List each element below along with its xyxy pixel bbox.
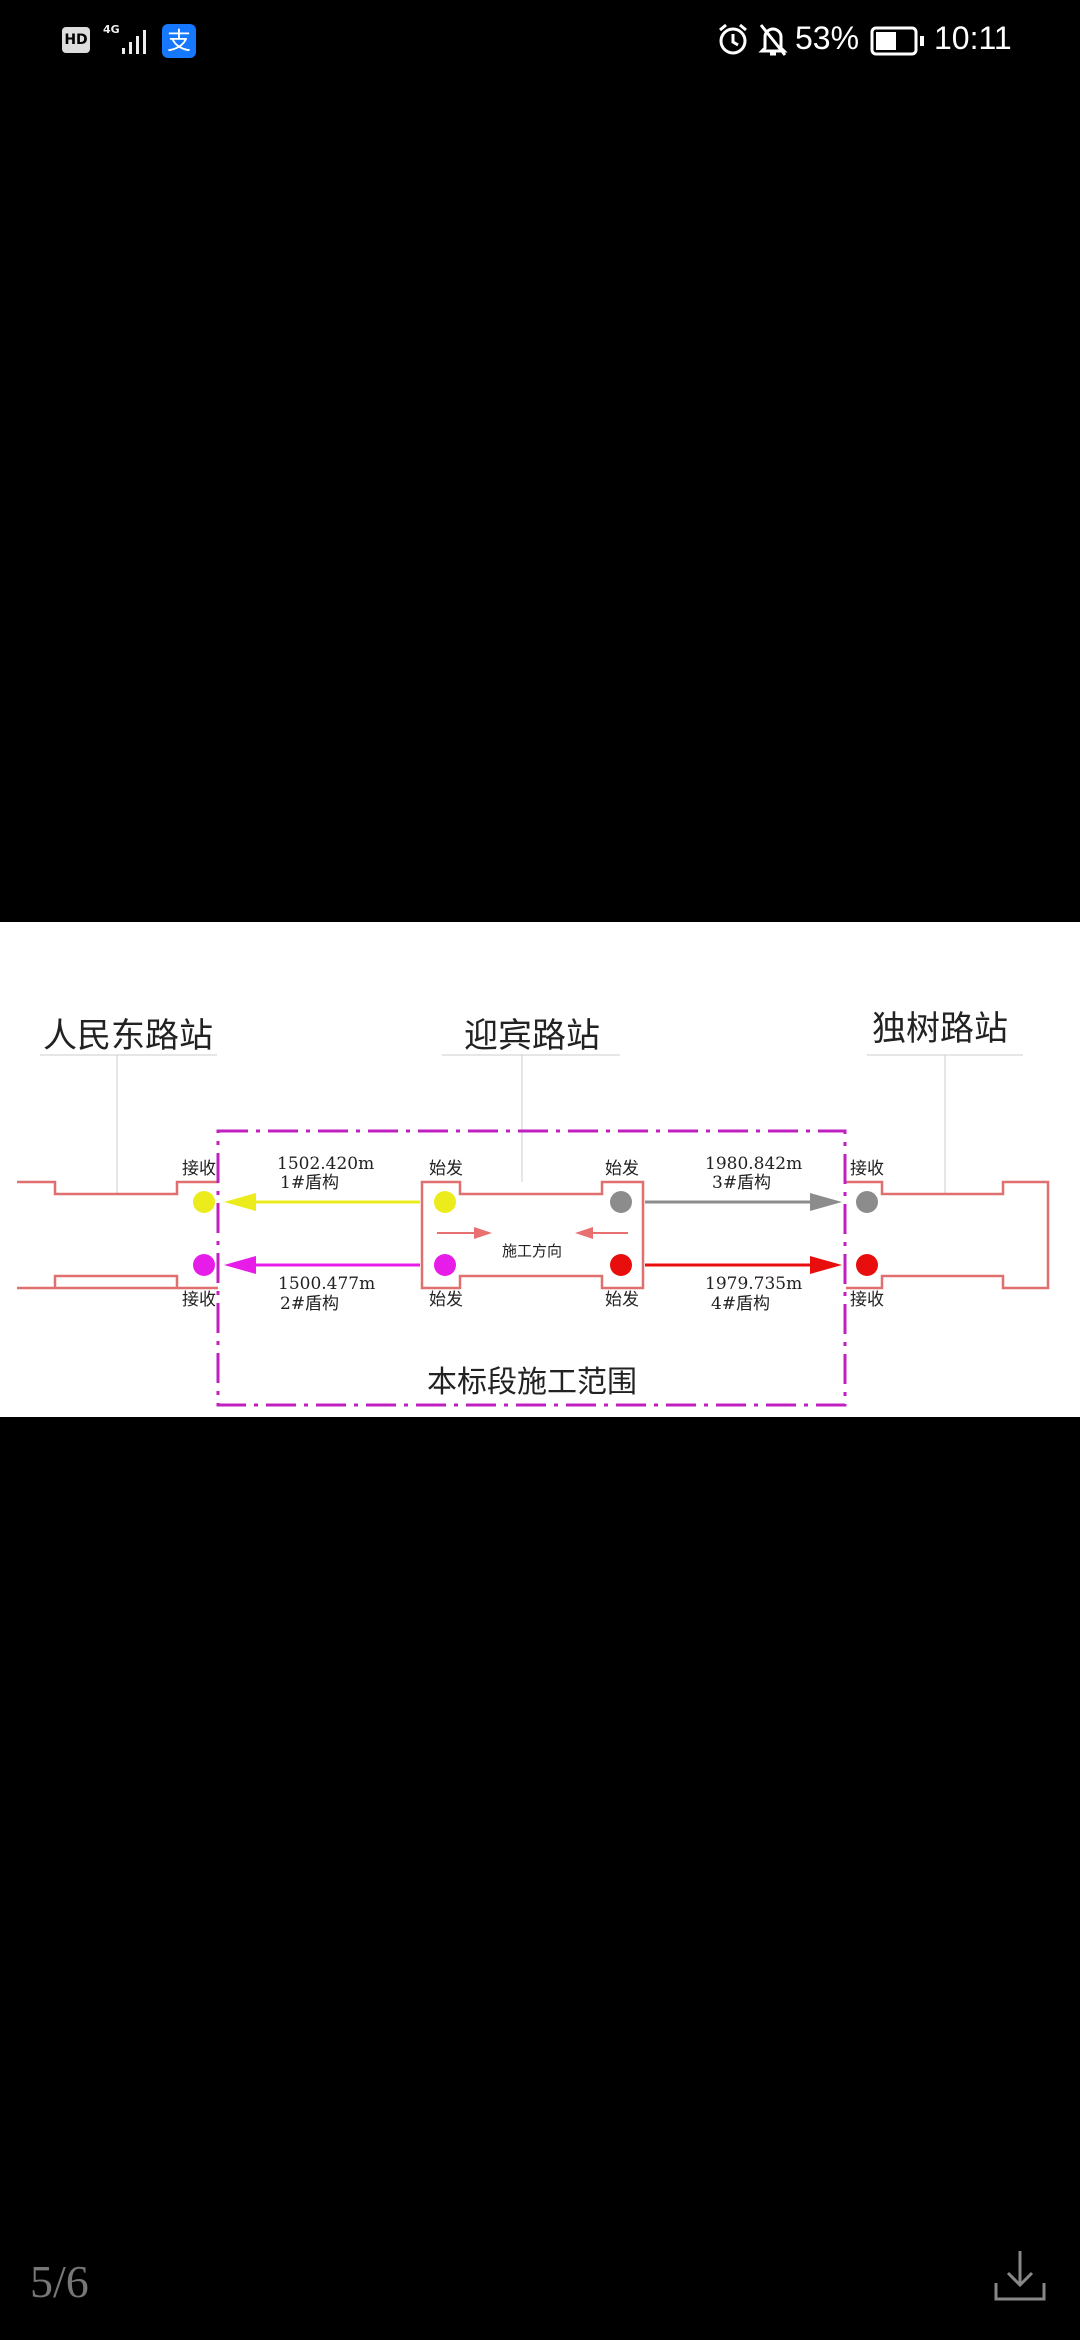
download-icon[interactable]	[990, 2245, 1050, 2305]
route-2-arrowhead	[224, 1256, 256, 1274]
left-station-outline	[17, 1180, 218, 1290]
label-launch: 始发	[605, 1159, 639, 1179]
station-title-right: 独树路站	[872, 1009, 1008, 1049]
battery-percent: 53%	[795, 20, 860, 56]
scope-boundary	[216, 1129, 847, 1407]
tunnel-diagram: 人民东路站 迎宾路站 独树路站	[17, 1009, 1050, 1407]
label-receive: 接收	[182, 1159, 216, 1179]
label-launch: 始发	[605, 1290, 639, 1310]
shield-2-name: 2#盾构	[280, 1294, 339, 1314]
route-4-arrowhead	[810, 1256, 842, 1274]
right-station-outline	[846, 1180, 1050, 1290]
direction-arrow-right	[474, 1227, 492, 1239]
scope-title: 本标段施工范围	[427, 1365, 637, 1400]
shield-3-name: 3#盾构	[712, 1173, 771, 1193]
direction-arrow-left	[575, 1227, 593, 1239]
shield-routes	[224, 1193, 842, 1274]
label-launch: 始发	[429, 1290, 463, 1310]
shield-4-name: 4#盾构	[711, 1294, 770, 1314]
shield-1-name: 1#盾构	[280, 1173, 339, 1193]
battery-icon	[870, 26, 924, 56]
alarm-icon	[719, 23, 747, 55]
status-bar: HD 4G 支 53% 10:11	[0, 0, 1080, 80]
middle-station-outline	[420, 1180, 645, 1290]
label-receive: 接收	[850, 1159, 884, 1179]
bell-off-icon	[758, 24, 788, 56]
image-viewer[interactable]: 人民东路站 迎宾路站 独树路站	[0, 922, 1080, 1417]
signal-icon	[122, 30, 146, 54]
hd-icon: HD	[62, 27, 90, 53]
clock: 10:11	[934, 20, 1012, 56]
route-3-arrowhead	[810, 1193, 842, 1211]
alipay-icon: 支	[162, 24, 196, 58]
label-receive: 接收	[850, 1290, 884, 1310]
route-1-arrowhead	[224, 1193, 256, 1211]
label-direction: 施工方向	[502, 1242, 562, 1260]
shield-dots	[193, 1191, 878, 1276]
shield-3-length: 1980.842m	[705, 1154, 802, 1174]
label-receive: 接收	[182, 1290, 216, 1310]
leader-lines	[40, 1054, 1023, 1194]
station-title-left: 人民东路站	[43, 1016, 213, 1056]
network-type: 4G	[103, 23, 120, 36]
label-launch: 始发	[429, 1159, 463, 1179]
shield-2-length: 1500.477m	[278, 1274, 375, 1294]
page-counter: 5/6	[30, 2256, 89, 2307]
station-title-middle: 迎宾路站	[464, 1016, 600, 1056]
station-outlines	[17, 1180, 1050, 1290]
shield-4-length: 1979.735m	[705, 1274, 802, 1294]
shield-1-length: 1502.420m	[277, 1154, 374, 1174]
